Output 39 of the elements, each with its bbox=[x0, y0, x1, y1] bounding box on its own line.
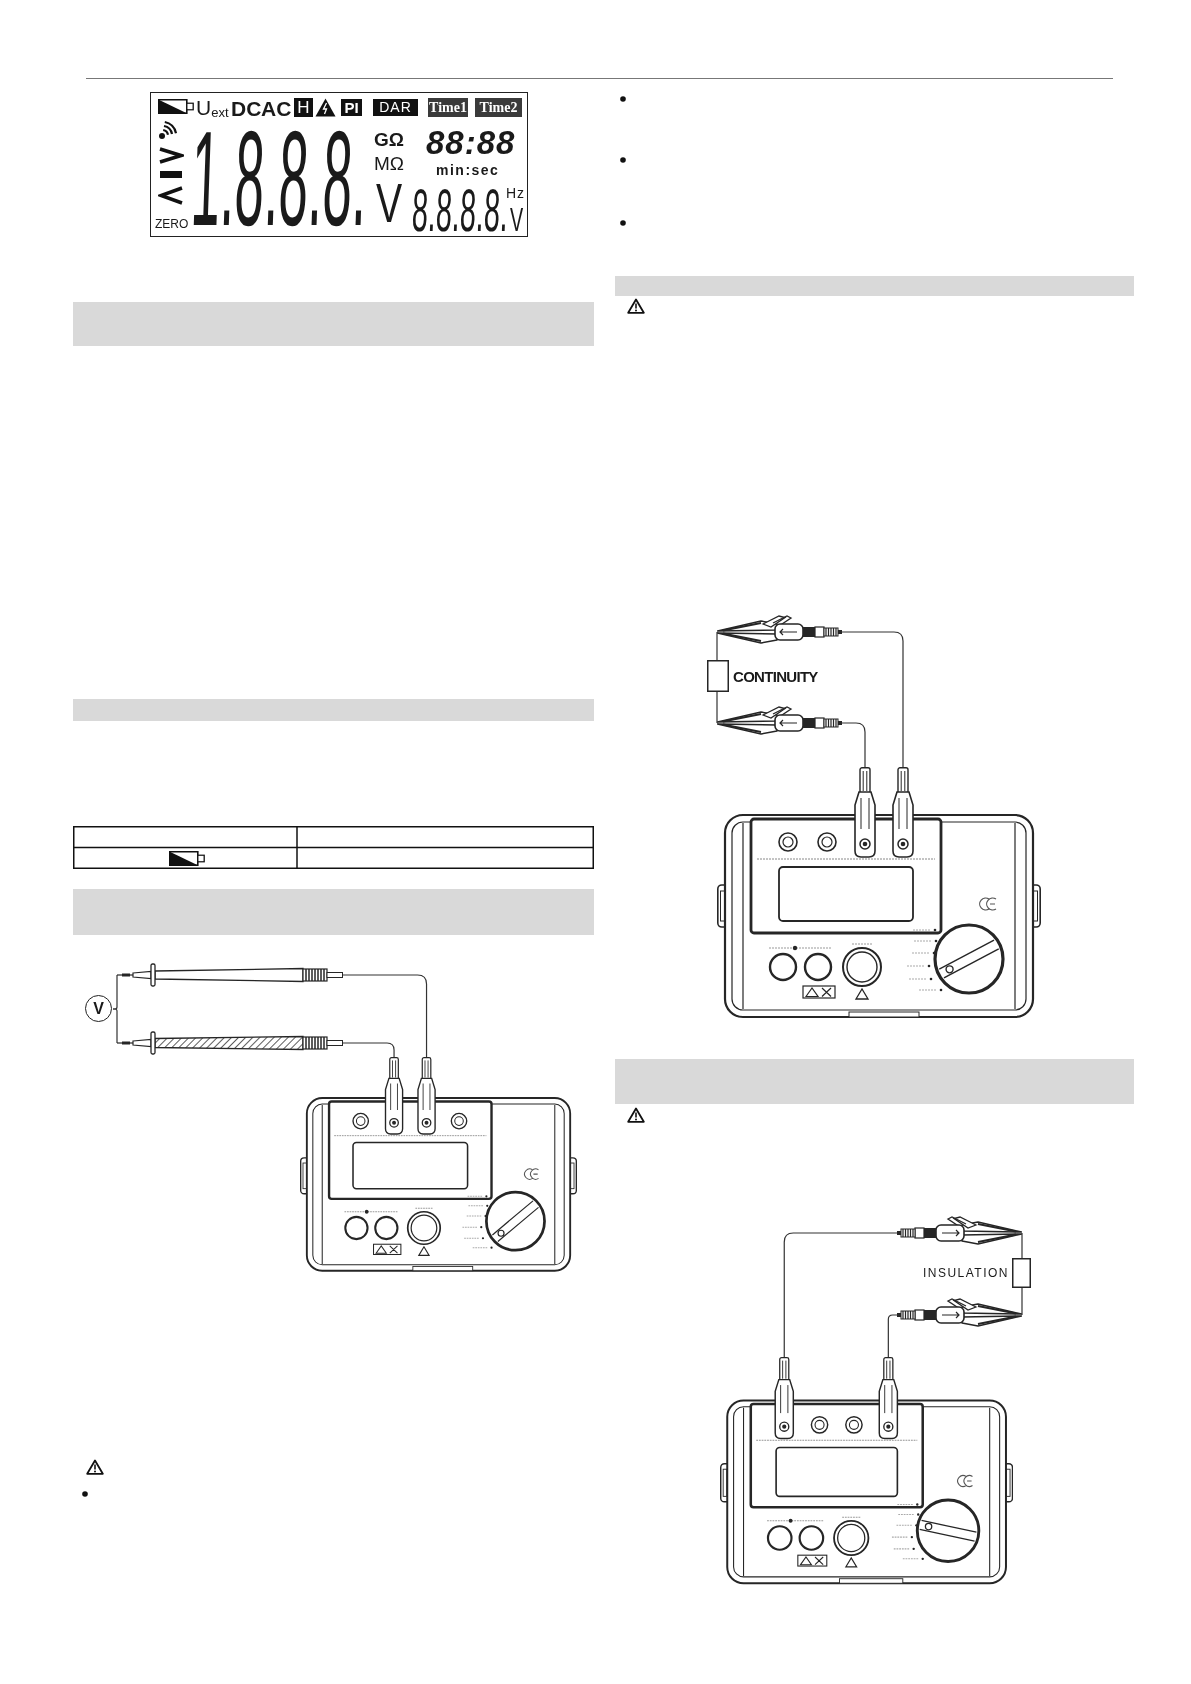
test-lead-wire bbox=[841, 631, 904, 768]
tester-drawing bbox=[720, 1357, 1014, 1586]
unit-label: GΩ bbox=[374, 130, 404, 149]
timer-unit-label: min:sec bbox=[436, 163, 500, 177]
test-lead-wire bbox=[716, 691, 718, 724]
indicator-label: U$_{ext}$ bbox=[196, 97, 229, 118]
tester-drawing bbox=[717, 767, 1041, 1019]
indicator-label: AC bbox=[261, 98, 292, 119]
indicator-tag: DAR bbox=[373, 99, 418, 116]
indicator-tag: Time1 bbox=[428, 98, 468, 117]
test-probe-drawing bbox=[117, 963, 343, 987]
section-heading-bar bbox=[73, 889, 594, 935]
voltmeter-symbol: V bbox=[85, 995, 112, 1022]
test-lead-wire bbox=[783, 1232, 898, 1358]
test-lead-wire bbox=[112, 1008, 118, 1044]
component-label: CONTINUITY bbox=[733, 668, 818, 684]
test-lead-wire bbox=[342, 1042, 395, 1058]
test-lead-wire bbox=[342, 974, 428, 1058]
test-lead-wire bbox=[841, 722, 866, 768]
indicator-tag: H bbox=[294, 98, 313, 117]
section-heading-bar bbox=[615, 1059, 1134, 1104]
timer-digits: 88:88 bbox=[426, 131, 516, 156]
test-probe-drawing bbox=[117, 1031, 343, 1055]
unit-label: V bbox=[376, 182, 403, 224]
section-heading-bar bbox=[73, 699, 594, 721]
indicator-tag: PI bbox=[341, 99, 362, 116]
test-lead-wire bbox=[716, 631, 718, 661]
test-lead-wire bbox=[1021, 1287, 1023, 1316]
indicator-tag: Time2 bbox=[475, 98, 522, 117]
section-heading-bar bbox=[615, 276, 1134, 296]
unit-label: MΩ bbox=[374, 154, 405, 173]
main-reading-digits: 1.8.8.8. bbox=[189, 128, 369, 230]
indicator-label: DC bbox=[231, 98, 262, 119]
zero-indicator: ZERO bbox=[155, 218, 189, 230]
test-lead-wire bbox=[1021, 1232, 1023, 1259]
unit-label: V bbox=[510, 208, 524, 233]
component-label: INSULATION bbox=[922, 1267, 1009, 1279]
tester-drawing bbox=[300, 1057, 577, 1273]
section-heading-bar bbox=[73, 302, 594, 346]
